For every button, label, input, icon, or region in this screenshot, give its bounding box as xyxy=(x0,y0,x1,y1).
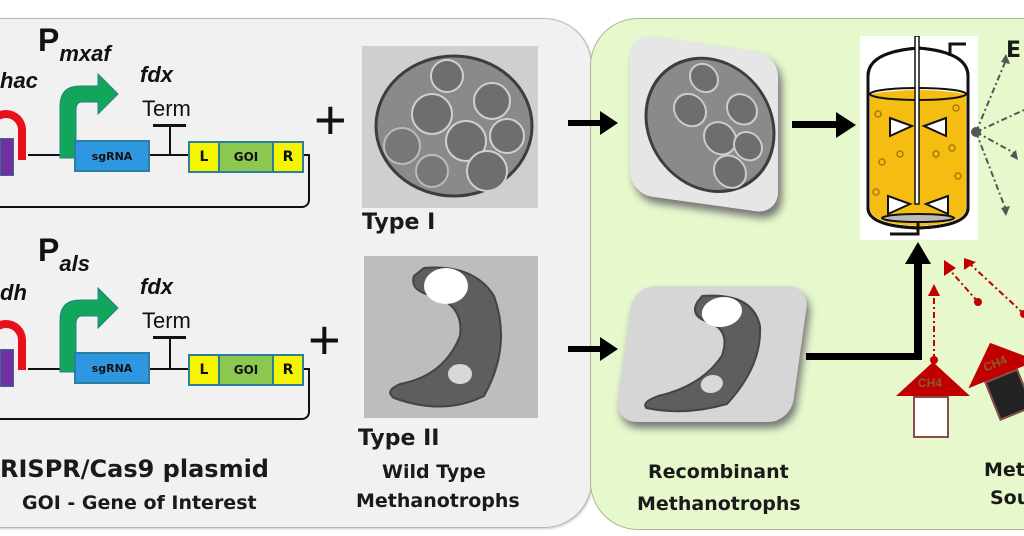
methane-flow-arrows xyxy=(928,258,1024,364)
sgrna-box: sgRNA xyxy=(74,140,150,172)
products-label: E xyxy=(1006,38,1022,63)
recombinant-methanotrophs-label: Methanotrophs xyxy=(637,493,801,515)
ch4-label: CH4 xyxy=(918,376,943,390)
cow-icon xyxy=(913,396,949,438)
recombinant-type2-tile xyxy=(614,286,810,422)
ch4-roof-icon xyxy=(896,362,970,396)
sgrna-label: sgRNA xyxy=(91,149,133,163)
cassette-l: L xyxy=(188,354,220,386)
arrow-top-to-recombinant xyxy=(568,120,604,126)
plasmid-loop-line xyxy=(0,154,310,208)
methane-sources-label-line2: Sou xyxy=(990,487,1024,509)
recombinant-label: Recombinant xyxy=(648,461,789,483)
type1-label: Type I xyxy=(362,210,436,235)
arrow-bottom-vertical xyxy=(914,262,922,360)
promoter-p: P xyxy=(38,232,60,268)
terminator-stem xyxy=(169,126,171,154)
promoter-p: P xyxy=(38,22,60,58)
cassette-goi-label: GOI xyxy=(233,150,259,164)
promoter-left-label: hac xyxy=(0,68,38,93)
cassette-r-label: R xyxy=(282,149,294,165)
promoter-subscript: als xyxy=(59,251,90,276)
arrow-bottom-horizontal xyxy=(806,353,922,360)
plus-sign-bottom: + xyxy=(308,308,341,371)
plus-sign-top: + xyxy=(314,88,347,151)
type2-micrograph xyxy=(364,256,538,418)
promoter-subscript: mxaf xyxy=(59,41,111,66)
terminator-label: Term xyxy=(142,96,191,121)
product-arrows xyxy=(971,54,1024,216)
arrow-bottom-to-recombinant xyxy=(568,346,604,352)
terminator-label: Term xyxy=(142,308,191,333)
arrowhead-icon xyxy=(600,337,618,361)
backbone-line xyxy=(28,368,308,370)
recombinant-type2-cell-icon xyxy=(644,294,762,413)
methanotrophs-label: Methanotrophs xyxy=(356,490,520,512)
red-promoter-arc-icon xyxy=(0,110,26,160)
terminator-stem xyxy=(169,338,171,368)
plasmid-subtitle: GOI - Gene of Interest xyxy=(22,492,257,514)
promoter-main-label: Pals xyxy=(38,232,90,276)
red-promoter-arc-icon xyxy=(0,320,26,370)
terminator-italic-label: fdx xyxy=(140,274,173,299)
methane-sources-label-line1: Met xyxy=(984,459,1024,481)
sgrna-box: sgRNA xyxy=(74,352,150,384)
cassette-r: R xyxy=(272,354,304,386)
terminator-icon xyxy=(153,124,186,127)
arrowhead-icon xyxy=(836,112,856,138)
cassette-r-label: R xyxy=(282,362,294,378)
promoter-arrow-icon xyxy=(59,72,119,159)
type1-micrograph xyxy=(362,46,538,208)
methane-source-cow: CH4 xyxy=(896,362,970,442)
cassette-goi: GOI xyxy=(218,354,274,386)
cassette-goi-label: GOI xyxy=(233,363,259,377)
arrowhead-up-icon xyxy=(905,242,931,264)
arrowhead-icon xyxy=(600,111,618,135)
recombinant-type1-cell-icon xyxy=(644,56,776,193)
promoter-arrow-icon xyxy=(59,286,119,373)
bioreactor-icon xyxy=(866,35,970,236)
type2-cell-icon xyxy=(389,266,503,408)
promoter-left-label: dh xyxy=(0,280,27,305)
cassette-l-label: L xyxy=(199,149,209,165)
arrow-to-bioreactor xyxy=(792,121,840,128)
terminator-icon xyxy=(153,336,186,339)
plasmid-title: RISPR/Cas9 plasmid xyxy=(0,455,269,483)
terminator-italic-label: fdx xyxy=(140,62,173,87)
cassette-r: R xyxy=(272,141,304,173)
type1-cell-icon xyxy=(374,54,534,198)
recombinant-type1-tile xyxy=(630,33,778,215)
cassette-l: L xyxy=(188,141,220,173)
plasmid-loop-line xyxy=(0,368,310,420)
backbone-line xyxy=(28,154,308,156)
type2-label: Type II xyxy=(358,426,440,451)
cassette-l-label: L xyxy=(199,362,209,378)
bioreactor xyxy=(860,35,978,240)
promoter-main-label: Pmxaf xyxy=(38,22,111,66)
sgrna-label: sgRNA xyxy=(91,361,133,375)
cassette-goi: GOI xyxy=(218,141,274,173)
wild-type-label: Wild Type xyxy=(382,461,486,483)
